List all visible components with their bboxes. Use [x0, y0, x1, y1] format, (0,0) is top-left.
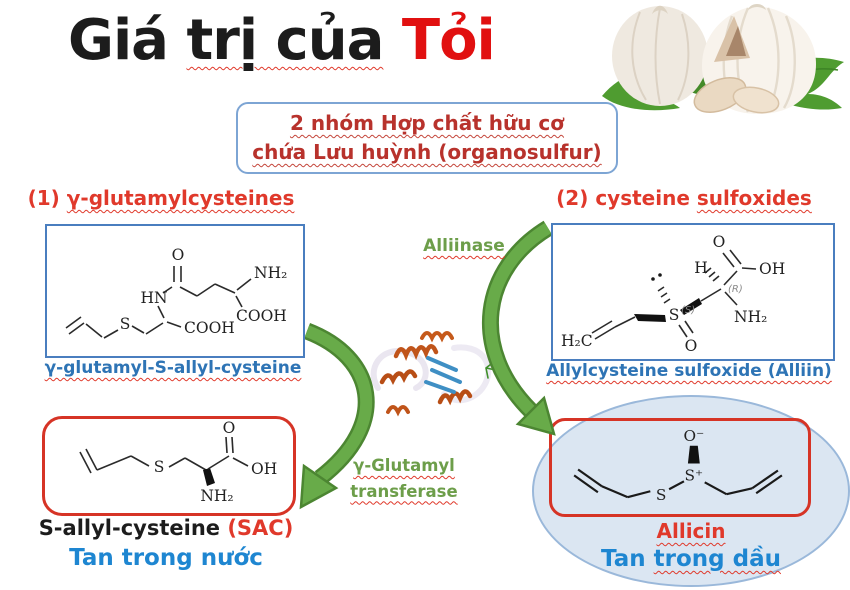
title-black-text: Giá — [68, 8, 187, 73]
atom-label-COOH-glu: COOH — [236, 307, 287, 325]
allicin-structure-drawing: O⁻ S⁺ S — [573, 427, 783, 504]
parsley-leaves-right — [754, 57, 844, 110]
alliin-structure-drawing: H₂C S (S) O H (R) NH₂ O OH — [561, 233, 785, 355]
atom-label-OH: OH — [759, 260, 785, 278]
alliinase-label: Alliinase — [423, 236, 505, 256]
gsac-structure-box: O HN S COOH NH₂ COOH — [45, 224, 305, 358]
atom-label-COOH-cys: COOH — [184, 319, 235, 337]
transferase-arrowhead — [299, 463, 339, 510]
garlic-cloves-front — [693, 77, 780, 114]
header-line-1: 2 nhóm Hợp chất hữu cơ — [289, 111, 565, 135]
atom-label-S: S — [656, 486, 667, 504]
transferase-label: γ-Glutamyl transferase — [346, 453, 462, 504]
allicin-solubility-label: Tan trong dầu — [534, 546, 848, 572]
allicin-solubility-plain: Tan — [601, 546, 654, 572]
alliin-compound-label: Allylcysteine sulfoxide (Alliin) — [546, 361, 832, 381]
garlic-image — [602, 4, 844, 114]
group2-label: (2) cysteine sulfoxides — [543, 186, 825, 210]
garlic-bulb-main — [702, 4, 816, 114]
protein-enzyme-art — [370, 331, 497, 417]
parsley-leaves-left — [602, 61, 732, 111]
alliin-structure-box: H₂C S (S) O H (R) NH₂ O OH — [551, 223, 835, 361]
group1-name: γ-glutamylcysteines — [66, 186, 295, 210]
gsac-compound-label: γ-glutamyl-S-allyl-cysteine — [44, 358, 302, 378]
atom-label-O: O — [223, 419, 236, 437]
sac-abbr-red: (SAC) — [220, 516, 294, 540]
atom-label-OH: OH — [251, 460, 277, 478]
allicin-name-label: Allicin — [656, 519, 726, 543]
sac-name-label: S-allyl-cysteine (SAC) — [12, 516, 320, 540]
atom-label-H: H — [694, 259, 708, 277]
group2-number: (2) — [556, 186, 596, 210]
allicin-skeleton — [573, 445, 783, 499]
transferase-line2: transferase — [350, 481, 458, 501]
title-black-text-underlined: trị của — [186, 8, 384, 73]
sac-name-black: S-allyl-cysteine — [38, 516, 221, 540]
sac-solubility-label: Tan trong nước — [69, 545, 263, 571]
atom-label-O-carboxyl: O — [713, 233, 726, 251]
atom-label-O-minus: O⁻ — [684, 427, 705, 445]
gsac-skeleton — [65, 266, 252, 339]
group1-number: (1) — [27, 186, 67, 210]
atom-label-NH2: NH₂ — [734, 308, 767, 326]
atom-label-O-sulfinyl: O — [685, 337, 698, 355]
atom-label-O: O — [172, 246, 185, 264]
atom-label-NH2: NH₂ — [200, 487, 233, 505]
allicin-solubility-underlined: trong dầu — [653, 546, 781, 572]
sac-structure-box: S O OH NH₂ — [42, 416, 296, 516]
alliinase-arrowhead — [515, 395, 556, 436]
group1-label: (1) γ-glutamylcysteines — [15, 186, 307, 210]
atom-label-NH2: NH₂ — [254, 264, 287, 282]
transferase-line1: γ-Glutamyl — [353, 456, 455, 475]
protein-ribbons — [370, 331, 497, 417]
atom-label-S: S — [120, 315, 131, 333]
garlic-bulb-rear — [612, 5, 708, 106]
stereo-label-R: (R) — [728, 284, 743, 295]
atom-label-S: S — [154, 458, 165, 476]
alliin-skeleton — [591, 249, 757, 340]
group2-name-underlined: sulfoxides — [696, 186, 812, 210]
group2-name-plain: cysteine — [595, 186, 697, 210]
atom-label-H2C: H₂C — [561, 332, 593, 350]
gsac-structure-drawing: O HN S COOH NH₂ COOH — [65, 246, 287, 339]
allicin-ellipse: O⁻ S⁺ S Allicin Tan trong dầu — [532, 395, 850, 587]
atom-label-S: S — [669, 306, 680, 324]
atom-label-HN: HN — [140, 289, 167, 307]
sac-skeleton — [79, 436, 249, 486]
organosulfur-header-box: 2 nhóm Hợp chất hữu cơ chứa Lưu huỳnh (o… — [236, 102, 618, 174]
allicin-structure-box: O⁻ S⁺ S — [549, 418, 811, 517]
atom-label-S-plus: S⁺ — [685, 466, 704, 484]
header-line-2: chứa Lưu huỳnh (organosulfur) — [252, 140, 602, 164]
page-title: Giá trị của Tỏi — [68, 8, 496, 73]
title-red-word: Tỏi — [383, 8, 496, 73]
stereo-label-S: (S) — [681, 305, 695, 316]
sac-structure-drawing: S O OH NH₂ — [79, 419, 277, 505]
